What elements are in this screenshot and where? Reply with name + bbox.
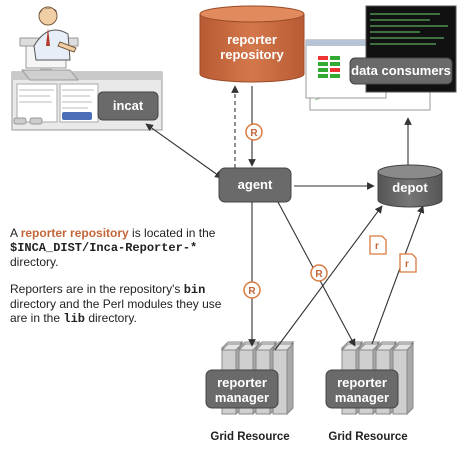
arrow-right-manager-depot [371,205,425,345]
grid-resource-right-caption: Grid Resource [328,431,408,443]
badge-R-agent-right-manager: R [310,264,328,282]
server-blade-side [406,342,414,416]
agent-label: agent [237,177,273,192]
repository-location-paragraph: A reporter repository is located in the … [10,226,216,269]
reporter-repository-node [199,5,305,83]
svg-text:R: R [250,128,258,139]
data-consumers-node [349,57,453,85]
reporter-manager-left-label: reporter manager [214,375,270,405]
reporter-modules-paragraph: Reporters are in the repository's bin di… [10,282,222,326]
incat-node [97,91,159,121]
lib-directory: lib [63,312,85,326]
svg-text:R: R [315,269,323,280]
badge-R-agent-left-manager: R [243,281,261,299]
svg-text:r: r [405,259,409,270]
reporter-manager-right-label: reporter manager [334,375,390,405]
arrow-incat-agent [145,123,223,179]
grid-resource-left-caption: Grid Resource [210,431,290,443]
svg-text:r: r [375,241,379,252]
reporter-manager-left-node [205,369,279,409]
data-consumers-label: data consumers [351,63,451,78]
bin-directory: bin [183,283,206,297]
badge-r-left-manager-depot: r [369,235,387,255]
person-icon [19,6,80,81]
incat-label: incat [112,98,144,113]
depot-node [377,164,443,208]
server-blade-side [286,342,294,416]
reporter-manager-right-node [325,369,399,409]
svg-text:R: R [248,286,256,297]
inca-dist-path: $INCA_DIST/Inca-Reporter-* [10,241,198,255]
agent-node [218,167,292,203]
arrow-left-manager-depot [274,205,383,351]
depot-label: depot [392,180,428,195]
badge-r-right-manager-depot: r [399,253,417,273]
reporter-repository-highlight: reporter repository [20,226,129,240]
badge-R-repository-agent: R [245,123,263,141]
reporter-repository-label: reporter repository [220,32,284,62]
